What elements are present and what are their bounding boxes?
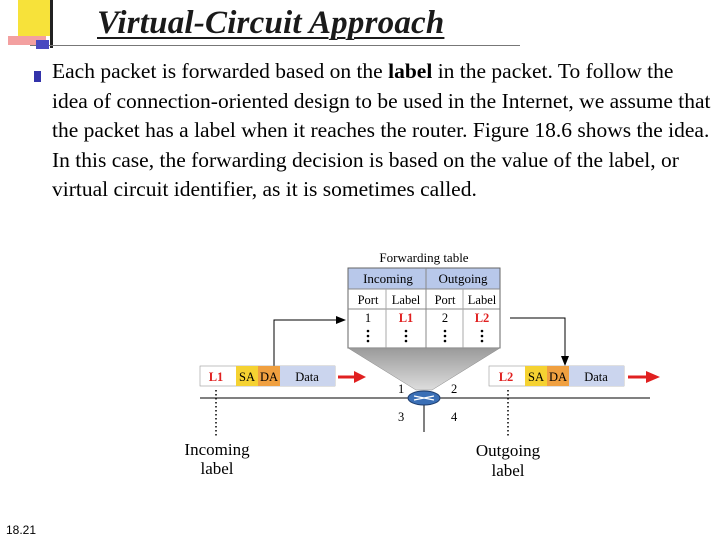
corner-decoration-blue <box>36 40 49 49</box>
incoming-caption: Incoming <box>184 440 250 459</box>
table-header-bg <box>348 268 500 289</box>
row-out-label: L2 <box>475 311 490 325</box>
table-title: Forwarding table <box>379 250 468 265</box>
outgoing-caption: Outgoing <box>476 441 541 460</box>
col-in-port: Port <box>358 293 379 307</box>
left-packet-label: L1 <box>209 370 224 384</box>
row-in-label: L1 <box>399 311 414 325</box>
outgoing-caption: label <box>491 461 524 480</box>
corner-decoration-yellow <box>18 0 51 36</box>
row-out-port: 2 <box>442 311 448 325</box>
col-in-label: Label <box>392 293 421 307</box>
port-1: 1 <box>398 382 404 396</box>
lookup-funnel <box>347 347 501 391</box>
arrowhead <box>336 316 346 324</box>
slide-number: 18.21 <box>6 523 37 537</box>
body-text-part: Each packet is forwarded based on the <box>52 59 389 83</box>
col-out-port: Port <box>435 293 456 307</box>
port-4: 4 <box>451 410 458 424</box>
arrowhead <box>646 371 660 383</box>
right-packet: L2 SA DA Data <box>488 365 625 387</box>
right-packet-data: Data <box>584 370 608 384</box>
router-arrows <box>413 395 435 401</box>
arrowhead <box>354 371 366 383</box>
corner-decoration-bar <box>50 0 53 48</box>
incoming-caption: label <box>200 459 233 478</box>
left-packet-da: DA <box>260 370 278 384</box>
right-packet-sa: SA <box>528 370 544 384</box>
col-out-label: Label <box>468 293 497 307</box>
body-text-part: in the packet. To follow the idea of con… <box>52 59 711 202</box>
right-packet-da: DA <box>549 370 567 384</box>
port-3: 3 <box>398 410 404 424</box>
row-in-port: 1 <box>365 311 371 325</box>
right-packet-label: L2 <box>499 370 514 384</box>
port-2: 2 <box>451 382 457 396</box>
arrowhead <box>561 356 569 366</box>
corner-decoration-pink <box>8 36 46 45</box>
bullet-icon <box>34 71 41 82</box>
left-packet-sa: SA <box>239 370 255 384</box>
body-paragraph: Each packet is forwarded based on the la… <box>52 57 712 205</box>
table-ellipsis <box>366 329 484 343</box>
corner-decoration-line <box>30 45 520 46</box>
incoming-header: Incoming <box>363 271 413 286</box>
slide-title: Virtual-Circuit Approach <box>97 5 445 41</box>
left-packet-data: Data <box>295 370 319 384</box>
outgoing-header: Outgoing <box>438 271 488 286</box>
incoming-label-arrow <box>273 319 338 367</box>
outgoing-label-arrow <box>510 317 566 358</box>
left-packet: L1 SA DA Data <box>199 365 336 387</box>
body-bold-label: label <box>388 59 433 83</box>
